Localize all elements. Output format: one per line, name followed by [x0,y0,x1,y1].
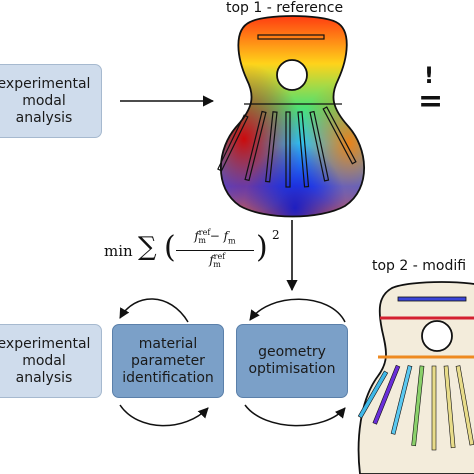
formula-denominator: frefm [209,252,226,270]
experimental-modal-analysis-box-bottom: experimental modal analysis [0,324,102,398]
geometry-optimisation-box: geometry optimisation [236,324,348,398]
material-parameter-identification-box: material parameter identification [112,324,224,398]
box-text: modal [22,352,66,369]
box-text: geometry [258,344,326,360]
box-text: optimisation [248,361,336,377]
loop-arrow-top-left [119,298,189,323]
symbol-equals: = [418,84,444,119]
box-text: parameter [131,352,205,369]
formula-sum: ∑ [138,232,157,262]
box-text: analysis [15,369,73,386]
loop-arrow-top-right [249,298,346,323]
loop-arrow-bottom-left [119,404,209,427]
loop-arrow-bottom-right [244,404,346,427]
box-text: experimental [0,335,91,352]
formula-power: 2 [272,228,280,242]
formula-fraction-bar [176,250,254,251]
box-text: experimental [0,75,91,92]
experimental-modal-analysis-box-top: experimental modal analysis [0,64,102,138]
guitar-top-modified [357,281,474,474]
label-top2: top 2 - modifi [372,258,467,274]
formula-numerator: frefm − fm [194,228,236,246]
box-text: modal [22,92,66,109]
box-text: analysis [15,109,73,126]
guitar-top-reference [217,15,365,218]
formula-paren-left: ( [164,230,176,265]
objective-formula: min ∑ ( frefm − fm frefm ) 2 [104,228,294,278]
formula-min: min [104,242,133,260]
box-text: identification [122,369,214,386]
label-top1: top 1 - reference [226,0,344,16]
symbol-exclamation: ! [424,64,435,89]
formula-paren-right: ) [256,230,268,265]
box-text: material [138,335,198,352]
